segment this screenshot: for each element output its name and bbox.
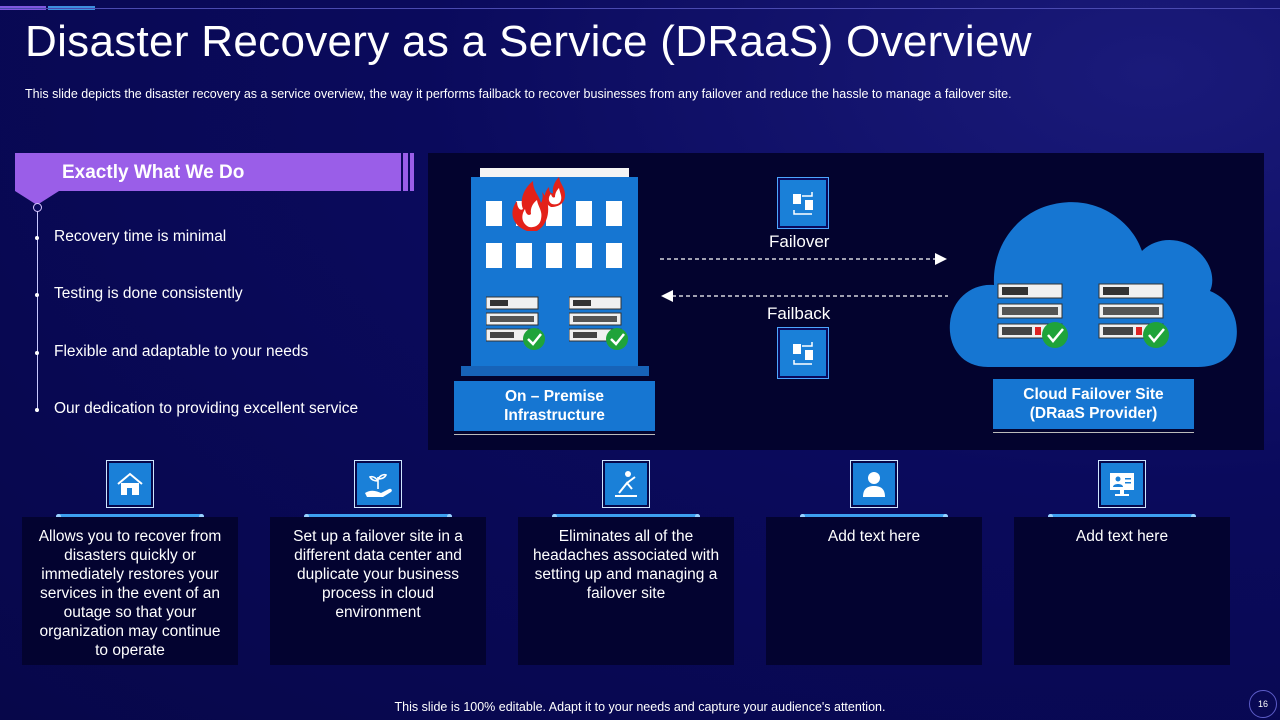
bullet-dot (35, 351, 39, 355)
person-relax-icon (602, 460, 650, 508)
bullet-dot (35, 293, 39, 297)
timeline-start-dot (33, 203, 42, 212)
window-icon (606, 201, 622, 226)
slide-footer: This slide is 100% editable. Adapt it to… (394, 700, 886, 714)
building-base (461, 366, 649, 376)
on-premise-label-text: On – Premise Infrastructure (504, 388, 605, 424)
card-text: Set up a failover site in a different da… (293, 528, 463, 621)
card-accent-bar (552, 514, 700, 519)
card-accent-bar (1048, 514, 1196, 519)
failover-transfer-icon (777, 177, 829, 229)
feature-card: Add text here (1014, 517, 1230, 665)
card-text: Eliminates all of the headaches associat… (532, 528, 720, 602)
window-icon (576, 243, 592, 268)
failback-transfer-icon (777, 327, 829, 379)
feature-card: Add text here (766, 517, 982, 665)
card-accent-bar (56, 514, 204, 519)
server-rack-icon (997, 283, 1068, 348)
feature-card: Set up a failover site in a different da… (270, 517, 486, 665)
slide-title: Disaster Recovery as a Service (DRaaS) O… (25, 17, 1032, 66)
what-we-do-heading: Exactly What We Do (62, 162, 245, 183)
feature-card: Eliminates all of the headaches associat… (518, 517, 734, 665)
failover-label: Failover (769, 232, 830, 251)
house-icon (106, 460, 154, 508)
card-text: Allows you to recover from disasters qui… (38, 528, 222, 659)
feature-card: Allows you to recover from disasters qui… (22, 517, 238, 665)
timeline-line (37, 207, 38, 412)
card-accent-bar (304, 514, 452, 519)
bullet-dot (35, 236, 39, 240)
bullet-dot (35, 408, 39, 412)
label-underline (993, 432, 1194, 433)
monitor-user-icon (1098, 460, 1146, 508)
banner-stripe (403, 153, 408, 191)
building-roof (480, 168, 629, 177)
on-premise-label: On – Premise Infrastructure (454, 381, 655, 431)
what-we-do-item: Our dedication to providing excellent se… (54, 400, 359, 417)
slide-subtitle: This slide depicts the disaster recovery… (25, 87, 1012, 101)
window-icon (486, 243, 502, 268)
hand-plant-icon (354, 460, 402, 508)
label-underline (454, 434, 655, 435)
window-icon (546, 201, 562, 226)
page-number: 16 (1249, 690, 1277, 718)
server-rack-icon (569, 296, 628, 350)
fire-icon (512, 177, 565, 231)
window-icon (606, 243, 622, 268)
what-we-do-item: Recovery time is minimal (54, 228, 227, 245)
cloud-failover-label-text: Cloud Failover Site (DRaaS Provider) (1023, 386, 1164, 422)
cloud-failover-label: Cloud Failover Site (DRaaS Provider) (993, 379, 1194, 429)
card-text: Add text here (827, 528, 921, 545)
window-icon (546, 243, 562, 268)
window-icon (576, 201, 592, 226)
failback-label: Failback (767, 304, 831, 323)
what-we-do-banner: Exactly What We Do (15, 153, 401, 191)
window-icon (486, 201, 502, 226)
card-accent-bar (800, 514, 948, 519)
top-divider (0, 8, 1280, 9)
user-icon (850, 460, 898, 508)
banner-stripe (410, 153, 414, 191)
cloud-icon (949, 202, 1237, 367)
server-rack-icon (1098, 283, 1169, 348)
what-we-do-item: Testing is done consistently (54, 285, 243, 302)
what-we-do-item: Flexible and adaptable to your needs (54, 343, 309, 360)
card-text: Add text here (1075, 528, 1169, 545)
failover-failback-arrows (660, 253, 948, 302)
window-icon (516, 243, 532, 268)
banner-pointer (15, 191, 59, 205)
server-rack-icon (486, 296, 545, 350)
